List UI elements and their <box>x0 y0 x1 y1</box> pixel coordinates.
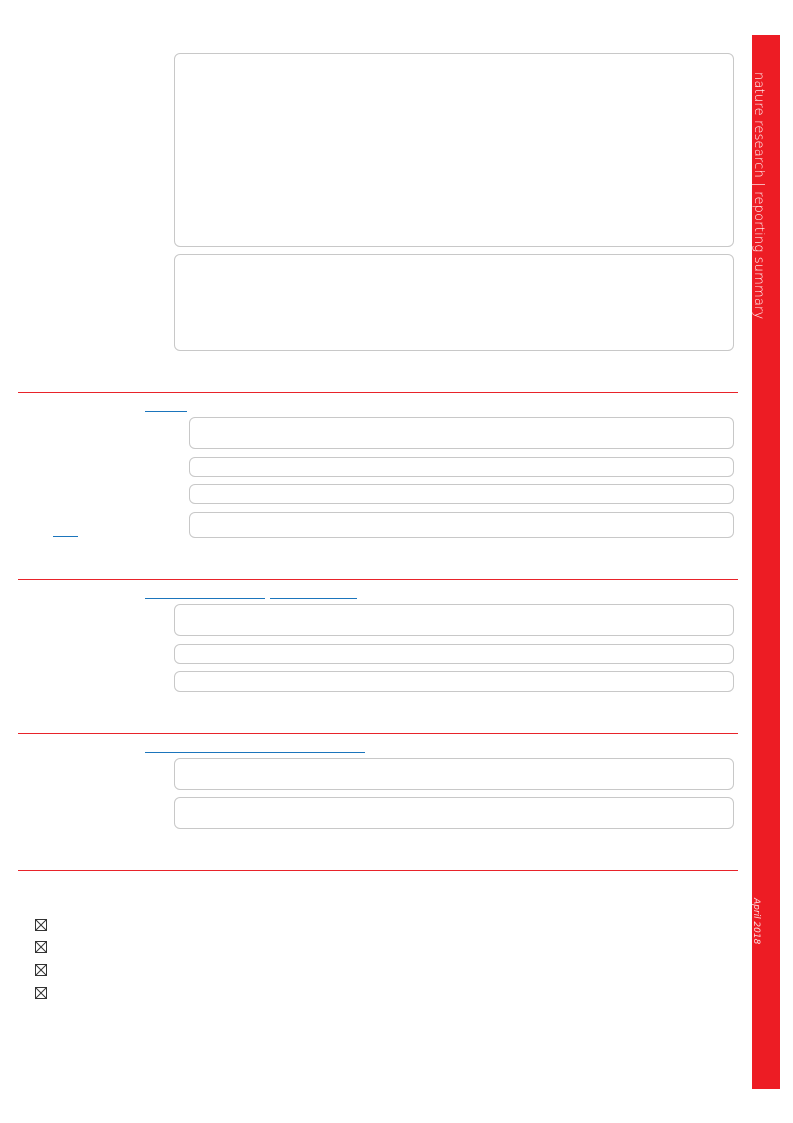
section-divider-2 <box>18 579 738 580</box>
sidebar-title: nature research | reporting summary <box>751 72 766 320</box>
section-divider-1 <box>18 392 738 393</box>
section-2-link-1[interactable] <box>145 598 265 599</box>
section-divider-4 <box>18 870 738 871</box>
left-margin-link[interactable] <box>53 536 78 537</box>
sidebar-band <box>752 35 780 1089</box>
section-2-field-3[interactable] <box>174 671 734 692</box>
section-1-field-3[interactable] <box>189 484 734 504</box>
section-2-link-2[interactable] <box>270 598 357 599</box>
checkbox-x-icon[interactable] <box>35 986 47 999</box>
section-3-link[interactable] <box>145 752 365 753</box>
section-divider-3 <box>18 733 738 734</box>
checkbox-x-icon[interactable] <box>35 963 47 976</box>
checkbox-x-icon[interactable] <box>35 918 47 931</box>
section-2-field-1[interactable] <box>174 604 734 636</box>
section-1-field-2[interactable] <box>189 457 734 477</box>
section-1-link[interactable] <box>145 411 187 412</box>
section-3-field-2[interactable] <box>174 797 734 829</box>
section-2-field-2[interactable] <box>174 644 734 664</box>
text-area-2[interactable] <box>174 254 734 351</box>
section-3-field-1[interactable] <box>174 758 734 790</box>
sidebar-date: April 2018 <box>751 898 761 945</box>
text-area-1[interactable] <box>174 53 734 247</box>
section-1-field-4[interactable] <box>189 512 734 538</box>
checkbox-x-icon[interactable] <box>35 940 47 953</box>
section-1-field-1[interactable] <box>189 417 734 449</box>
